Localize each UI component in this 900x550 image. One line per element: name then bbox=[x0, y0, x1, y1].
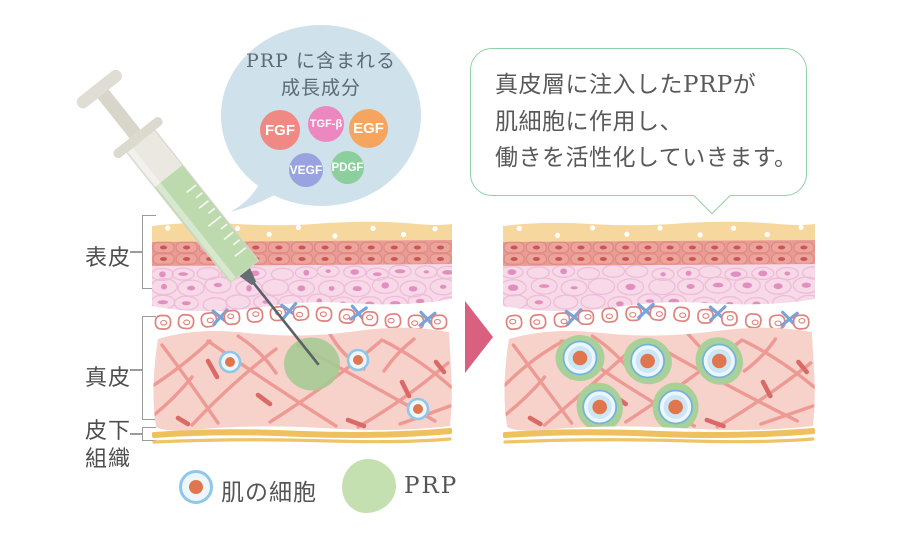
callout-tail bbox=[693, 177, 731, 215]
growth-factor-vegf-label: VEGF bbox=[289, 163, 323, 177]
label-subcutaneous-line2: 組織 bbox=[85, 447, 132, 472]
bracket-dermis-tick bbox=[130, 369, 143, 371]
label-epidermis: 表皮 bbox=[85, 246, 132, 271]
growth-factor-fgf-label: FGF bbox=[265, 121, 295, 139]
bubble-title-line2: 成長成分 bbox=[280, 77, 361, 99]
growth-factor-egf: EGF bbox=[349, 109, 388, 148]
bubble-title-line1: PRP に含まれる bbox=[246, 50, 396, 72]
syringe-plunger-rod bbox=[97, 88, 141, 139]
label-dermis: 真皮 bbox=[85, 366, 132, 391]
callout-text: 真皮層に注入したPRPが 肌細胞に作用し、 働きを活性化していきます。 bbox=[495, 67, 798, 177]
growth-factor-pdgf-label: PDGF bbox=[331, 161, 364, 174]
callout-line1: 真皮層に注入したPRPが bbox=[495, 72, 757, 98]
skin-diagram-before bbox=[152, 221, 452, 444]
prp-effect-callout: 真皮層に注入したPRPが 肌細胞に作用し、 働きを活性化していきます。 bbox=[470, 48, 807, 215]
growth-factor-fgf: FGF bbox=[260, 110, 300, 150]
legend-prp-label: PRP bbox=[404, 473, 459, 499]
growth-factor-tgfb-label: TGF-β bbox=[309, 118, 343, 130]
legend-skin-cell-core bbox=[189, 480, 203, 494]
bracket-dermis bbox=[142, 316, 156, 420]
bracket-subcutaneous-tick bbox=[130, 433, 143, 435]
growth-factor-egf-label: EGF bbox=[353, 120, 384, 137]
legend-skin-cell-icon bbox=[179, 470, 213, 504]
label-subcutaneous-line1: 皮下 bbox=[85, 419, 132, 444]
growth-factor-tgfb: TGF-β bbox=[308, 106, 344, 142]
transform-arrow bbox=[465, 301, 493, 373]
legend-skin-cell-label: 肌の細胞 bbox=[221, 480, 317, 506]
callout-line2: 肌細胞に作用し、 bbox=[495, 108, 683, 135]
syringe-plunger-cap bbox=[76, 69, 122, 109]
skin-diagram-after bbox=[503, 221, 815, 444]
bubble-title: PRP に含まれる 成長成分 bbox=[221, 48, 421, 102]
bracket-epidermis-tick bbox=[130, 251, 143, 253]
growth-factor-pdgf: PDGF bbox=[331, 151, 364, 184]
syringe-flange bbox=[113, 117, 163, 159]
legend-prp-blob bbox=[342, 459, 396, 513]
callout-line3: 働きを活性化していきます。 bbox=[495, 145, 798, 171]
growth-factor-vegf: VEGF bbox=[289, 153, 323, 187]
